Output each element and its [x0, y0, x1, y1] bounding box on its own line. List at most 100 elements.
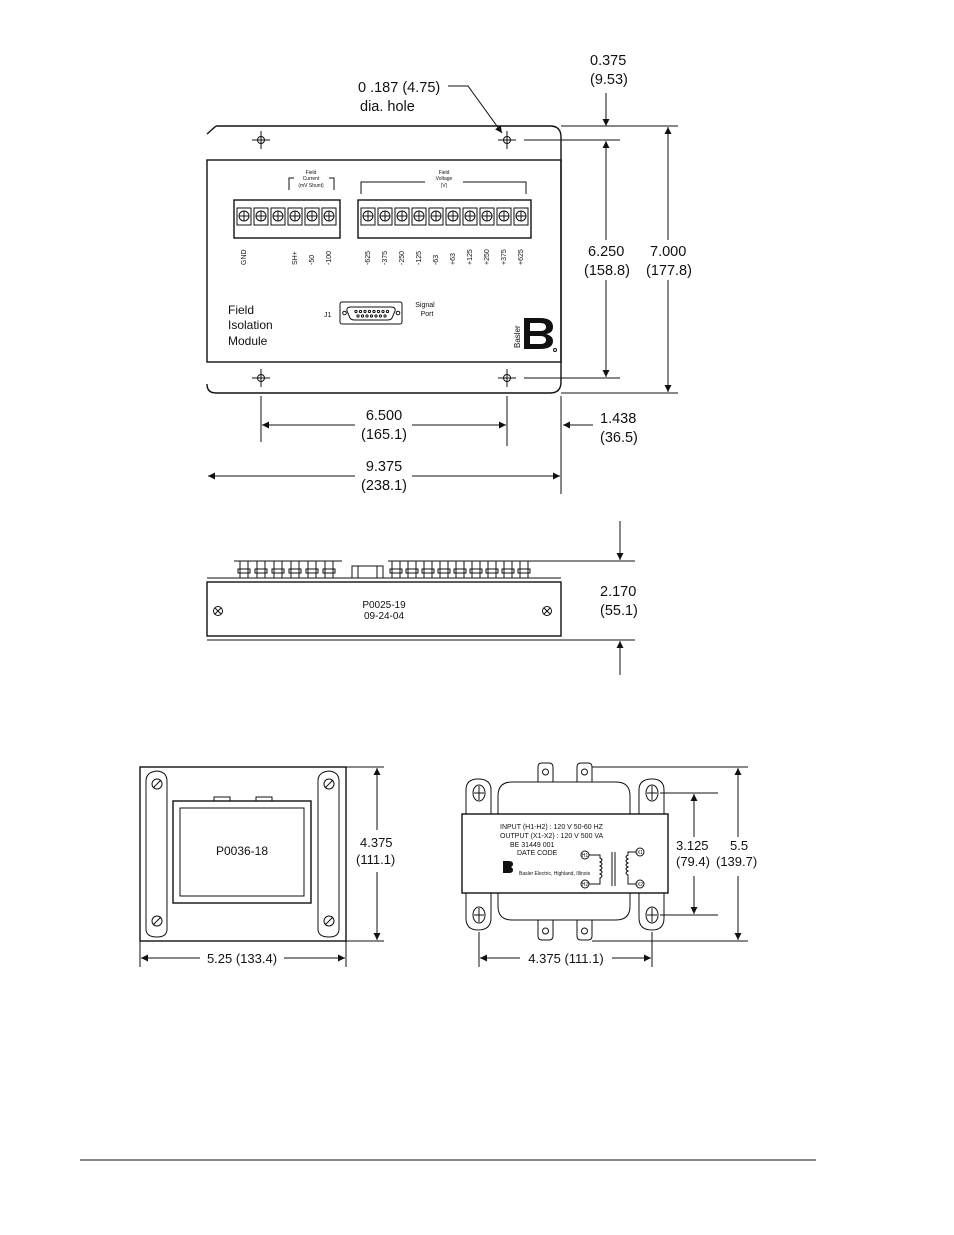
ear-hole-br	[645, 906, 659, 924]
current-side-terminal	[288, 561, 302, 578]
field-voltage-terminal-label: +625	[518, 249, 525, 265]
terminal-h1: H1	[582, 853, 589, 859]
current-side-terminal	[237, 561, 251, 578]
module-label-1: Field	[228, 303, 254, 317]
j1-label: J1	[324, 312, 332, 319]
field-current-label-2: Current	[303, 176, 320, 182]
transformer-width: 5.25 (133.4)	[207, 951, 277, 966]
field-voltage-screw	[479, 207, 495, 226]
terminal-h2: H2	[582, 882, 589, 888]
transformer-part-number: P0036-18	[216, 844, 268, 858]
fim-part-number: P0025-19	[362, 600, 406, 611]
voltage-side-terminal	[437, 561, 451, 578]
field-current-screw	[236, 207, 252, 226]
field-current-label-3: (mV Shunt)	[298, 183, 324, 189]
field-current-terminal-block	[233, 199, 341, 239]
current-side-terminal	[322, 561, 336, 578]
transformer-schematic: H1 H2 X1 X2	[580, 847, 645, 889]
field-voltage-label-2: Voltage	[436, 176, 453, 182]
mounting-hole-tr	[498, 131, 516, 149]
field-voltage-terminal-label: -250	[399, 251, 406, 265]
transformer-maker: Basler Electric, Highland, Illinois	[519, 871, 591, 877]
dim-side-offset-mm: (36.5)	[600, 430, 638, 446]
signal-port-label-1: Signal	[415, 302, 435, 309]
dim-hole-spacing-h-in: 6.500	[366, 408, 402, 424]
dim-width-in: 9.375	[366, 459, 402, 475]
fim-side-view: P0025-19 09-24-04 2.170 (55.1)	[206, 521, 638, 675]
field-voltage-screw	[377, 207, 393, 226]
dim-width-mm: (238.1)	[361, 478, 407, 494]
nameplate-line-2: OUTPUT (X1-X2) : 120 V 500 VA	[500, 833, 604, 840]
voltage-side-terminal	[453, 561, 467, 578]
ear-hole-bl	[472, 906, 486, 924]
transformer-height-in: 4.375	[360, 835, 393, 850]
field-voltage-terminal-label: -375	[382, 251, 389, 265]
transformer-overall-height-in: 5.5	[730, 838, 748, 853]
hole-callout-1: 0 .187 (4.75)	[358, 80, 440, 96]
side-screw-left	[213, 606, 223, 616]
ear-hole-tl	[472, 784, 486, 802]
ear-hole-tr	[645, 784, 659, 802]
fim-top-view: Field Current (mV Shunt) Field Voltage (…	[206, 53, 692, 494]
field-voltage-screw	[411, 207, 427, 226]
bracket-screw-br	[323, 915, 335, 927]
field-current-screw	[270, 207, 286, 226]
field-voltage-screw	[445, 207, 461, 226]
field-current-screw	[253, 207, 269, 226]
dim-hole-spacing-v-in: 6.250	[588, 244, 624, 260]
field-voltage-screw	[428, 207, 444, 226]
field-voltage-screw	[394, 207, 410, 226]
field-current-label-1: Field	[306, 170, 317, 176]
field-current-screw	[287, 207, 303, 226]
transformer-top-width: 4.375 (111.1)	[528, 951, 603, 966]
voltage-side-terminal	[485, 561, 499, 578]
nameplate-line-4: DATE CODE	[517, 850, 558, 857]
signal-port-connector	[339, 301, 403, 325]
field-voltage-screw	[360, 207, 376, 226]
field-voltage-screw	[462, 207, 478, 226]
field-current-screw	[321, 207, 337, 226]
voltage-side-terminal	[405, 561, 419, 578]
field-voltage-label-1: Field	[439, 170, 450, 176]
field-voltage-terminal-label: +250	[484, 249, 491, 265]
field-voltage-label-3: (V)	[441, 183, 448, 189]
transformer-hole-spacing-in: 3.125	[676, 838, 709, 853]
dim-hole-spacing-v-mm: (158.8)	[584, 263, 630, 279]
field-voltage-screw	[496, 207, 512, 226]
dim-side-offset-in: 1.438	[600, 411, 636, 427]
dim-height-in: 7.000	[650, 244, 686, 260]
nameplate-line-3: BE 31449 001	[510, 842, 554, 849]
bracket-screw-tr	[323, 778, 335, 790]
module-label-2: Isolation	[228, 318, 273, 332]
voltage-side-terminal	[389, 561, 403, 578]
hole-callout-2: dia. hole	[360, 99, 415, 115]
mounting-hole-tl	[252, 131, 270, 149]
field-voltage-terminal-label: +63	[450, 253, 457, 265]
field-voltage-screw	[513, 207, 529, 226]
field-current-terminal-label: GND	[241, 249, 248, 265]
terminal-x2: X2	[637, 882, 643, 888]
dim-height-mm: (177.8)	[646, 263, 692, 279]
current-side-terminal	[254, 561, 268, 578]
transformer-overall-height-mm: (139.7)	[716, 854, 757, 869]
dim-depth-in: 2.170	[600, 584, 636, 600]
transformer-side-view: P0036-18 4.375 (111.1) 5.25 (133.4)	[139, 766, 395, 967]
voltage-side-terminal	[469, 561, 483, 578]
current-side-terminal	[271, 561, 285, 578]
bracket-screw-bl	[151, 915, 163, 927]
bracket-screw-tl	[151, 778, 163, 790]
field-current-terminal-label: -50	[309, 255, 316, 265]
transformer-hole-spacing-mm: (79.4)	[676, 854, 710, 869]
field-voltage-terminal-label: +125	[467, 249, 474, 265]
field-voltage-terminal-label: -625	[365, 251, 372, 265]
module-label-3: Module	[228, 334, 268, 348]
mounting-hole-bl	[252, 369, 270, 387]
voltage-side-terminal	[501, 561, 515, 578]
transformer-top-view: INPUT (H1-H2) : 120 V 50-60 HZ OUTPUT (X…	[461, 762, 757, 967]
field-voltage-terminal-block	[357, 199, 532, 239]
field-voltage-terminal-label: -63	[433, 255, 440, 265]
dim-top-offset-mm: (9.53)	[590, 72, 628, 88]
dim-top-offset-in: 0.375	[590, 53, 626, 69]
field-voltage-terminal-label: +375	[501, 249, 508, 265]
